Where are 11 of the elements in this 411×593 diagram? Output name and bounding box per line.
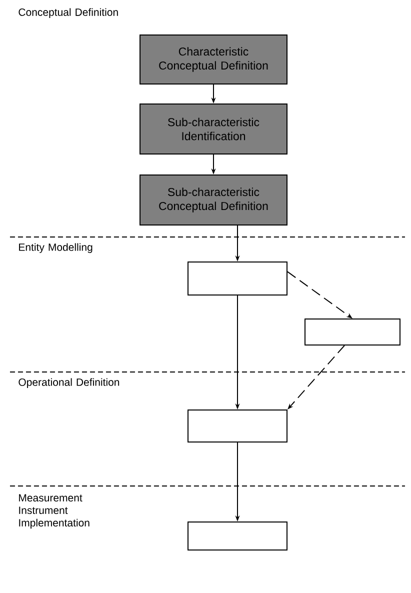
process-box: Characteristic Conceptual Definition: [140, 34, 288, 84]
section-label: Operational Definition: [18, 378, 120, 388]
section-label: Entity Modelling: [19, 243, 92, 253]
process-box: Sub-characteristic Conceptual Definition: [140, 174, 288, 226]
section-label: Measurement Instrument Implementation: [19, 494, 90, 529]
empty-box: [188, 262, 288, 296]
empty-box: [188, 410, 288, 442]
section-label: Conceptual Definition: [18, 8, 118, 18]
empty-box: [188, 522, 288, 550]
process-box: Sub-characteristic Identification: [140, 104, 288, 154]
empty-box: [304, 318, 400, 346]
